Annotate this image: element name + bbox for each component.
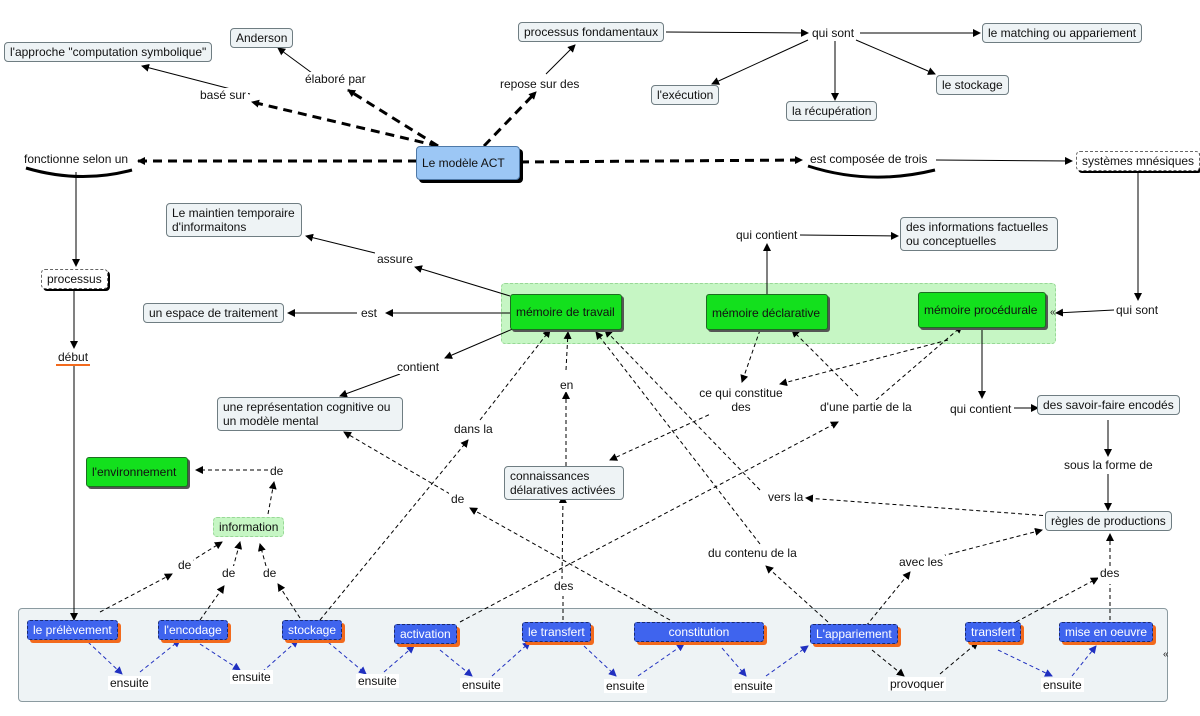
node-encodage[interactable]: l'encodage (158, 620, 228, 640)
label-vers-la: vers la (766, 490, 806, 504)
label-assure: assure (375, 252, 416, 266)
label-des-2: des (1098, 566, 1122, 580)
label-qui-sont-right: qui sont (1114, 303, 1161, 317)
label-des-1: des (552, 579, 576, 593)
label-fonctionne-selon: fonctionne selon un (24, 152, 129, 166)
label-qui-sont-top: qui sont (810, 26, 857, 40)
node-representation-cognitive[interactable]: une représentation cognitive ou un modèl… (217, 397, 403, 431)
node-espace-traitement[interactable]: un espace de traitement (143, 303, 284, 323)
node-stockage[interactable]: stockage (282, 620, 343, 640)
node-regles-productions[interactable]: règles de productions (1045, 511, 1172, 531)
node-anderson[interactable]: Anderson (230, 28, 294, 48)
label-provoquer: provoquer (888, 677, 947, 691)
label-ce-qui-constitue: ce qui constitue des (696, 386, 786, 414)
label-elabore-par: élaboré par (303, 72, 368, 86)
label-ensuite-6: ensuite (732, 679, 775, 693)
node-savoir-faire[interactable]: des savoir-faire encodés (1037, 395, 1180, 415)
node-le-stockage[interactable]: le stockage (936, 75, 1009, 95)
node-informations-factuelles[interactable]: des informations factuelles ou conceptue… (900, 217, 1058, 251)
label-partie-de-la: d'une partie de la (818, 400, 914, 414)
node-systemes-mnesiques[interactable]: systèmes mnésiques (1076, 151, 1200, 171)
node-modele-act[interactable]: Le modèle ACT (416, 146, 520, 180)
label-avec-les: avec les (897, 555, 946, 569)
node-constitution[interactable]: constitution (634, 622, 764, 642)
node-prelevement[interactable]: le prélèvement (27, 620, 118, 640)
collapse-arrows-icon[interactable]: « (1050, 307, 1056, 318)
collapse-arrows-icon[interactable]: « (1163, 649, 1169, 660)
node-computation-symbolique[interactable]: l'approche "computation symbolique" (4, 42, 213, 62)
label-ensuite-3: ensuite (356, 674, 399, 688)
node-environnement[interactable]: l'environnement (86, 457, 188, 487)
label-est-composee: est composée de trois (810, 152, 928, 166)
label-qui-contient-decl: qui contient (734, 228, 800, 242)
label-est: est (359, 306, 380, 320)
node-matching[interactable]: le matching ou appariement (982, 23, 1143, 43)
node-activation[interactable]: activation (394, 624, 457, 644)
label-de-representation: de (449, 492, 467, 506)
node-mise-en-oeuvre[interactable]: mise en oeuvre (1059, 622, 1154, 642)
node-connaissances-activees[interactable]: connaissances délaratives activées (504, 466, 624, 500)
node-appariement[interactable]: L'appariement (810, 624, 898, 644)
label-ensuite-1: ensuite (108, 676, 151, 690)
label-sous-la-forme: sous la forme de (1062, 458, 1155, 472)
node-recuperation[interactable]: la récupération (786, 101, 878, 121)
label-base-sur: basé sur (198, 88, 249, 102)
label-debut: début (56, 350, 91, 366)
label-ensuite-4: ensuite (460, 678, 503, 692)
label-ensuite-2: ensuite (230, 670, 273, 684)
label-dans-la: dans la (452, 422, 495, 436)
label-de-3: de (261, 566, 279, 580)
node-processus-fondamentaux[interactable]: processus fondamentaux (518, 22, 665, 42)
node-memoire-travail[interactable]: mémoire de travail (510, 294, 622, 330)
label-qui-contient-proc: qui contient (948, 402, 1014, 416)
label-ensuite-7: ensuite (1041, 678, 1084, 692)
label-ensuite-5: ensuite (604, 679, 647, 693)
label-contient: contient (395, 360, 442, 374)
node-transfert-1[interactable]: le transfert (522, 622, 591, 642)
node-information[interactable]: information (213, 517, 285, 537)
label-de-environnement: de (268, 464, 286, 478)
node-maintien-temporaire[interactable]: Le maintien temporaire d'informaitons (166, 203, 302, 237)
label-du-contenu: du contenu de la (706, 546, 799, 560)
node-memoire-procedurale[interactable]: mémoire procédurale (918, 292, 1046, 328)
label-repose-sur: repose sur des (498, 77, 582, 91)
label-en: en (558, 378, 576, 392)
node-execution[interactable]: l'exécution (651, 85, 720, 105)
label-de-2: de (220, 566, 238, 580)
node-memoire-declarative[interactable]: mémoire déclarative (706, 294, 828, 330)
label-de-1: de (176, 558, 194, 572)
node-transfert-2[interactable]: transfert (965, 622, 1022, 642)
node-processus[interactable]: processus (41, 269, 108, 289)
